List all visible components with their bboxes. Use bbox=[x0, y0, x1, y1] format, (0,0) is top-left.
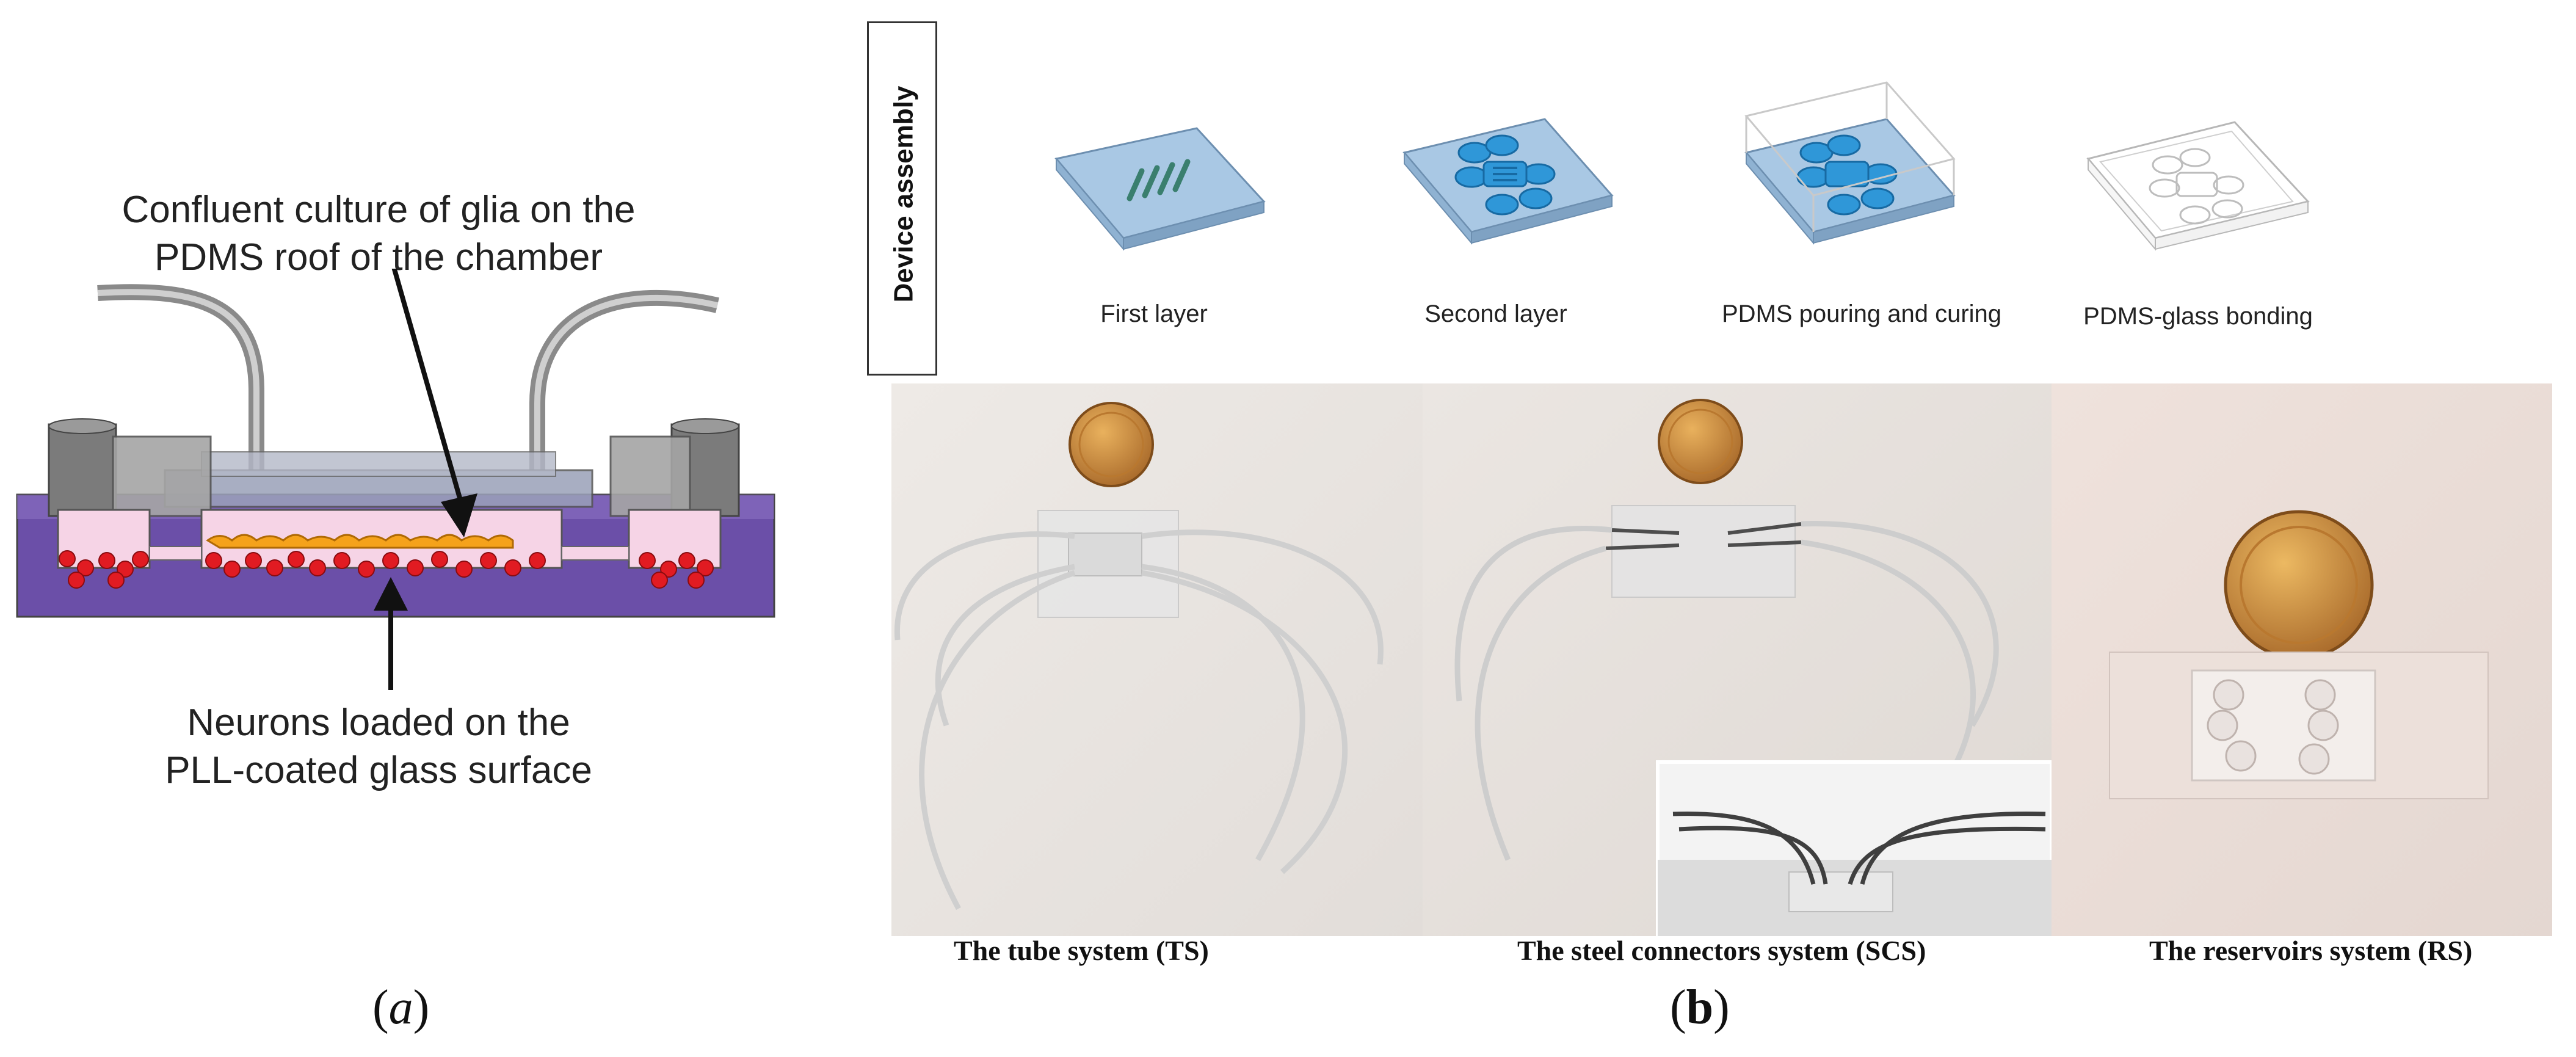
step-pdms-pouring-illustration bbox=[1744, 81, 1956, 245]
panel-b: Device assembly First layer Second layer bbox=[855, 0, 2576, 1057]
photo-reservoirs-system bbox=[2052, 383, 2552, 936]
panel-b-letter: b bbox=[1686, 981, 1714, 1034]
neuron-callout: Neurons loaded on the PLL-coated glass s… bbox=[73, 699, 684, 794]
pdms-roof-upper bbox=[201, 451, 556, 477]
glia-arrow bbox=[391, 269, 466, 514]
glia-callout-line2: PDMS roof of the chamber bbox=[154, 236, 603, 278]
right-reservoir-front bbox=[609, 435, 691, 517]
coin-icon bbox=[2224, 510, 2374, 660]
left-microchannel bbox=[149, 546, 202, 561]
glia-callout-line1: Confluent culture of glia on the bbox=[122, 189, 636, 231]
step-pdms-pouring-label: PDMS pouring and curing bbox=[1722, 300, 2002, 327]
coin-icon bbox=[1658, 399, 1743, 484]
photo-steel-connectors-system bbox=[1423, 383, 2052, 936]
panel-a: Confluent culture of glia on the PDMS ro… bbox=[0, 0, 794, 1057]
device-assembly-title: Device assembly bbox=[888, 85, 919, 303]
glia-arrowhead bbox=[441, 493, 477, 537]
reservoir-well bbox=[2213, 679, 2244, 711]
neuron-arrowhead bbox=[374, 577, 408, 611]
caption-tube-system: The tube system (TS) bbox=[954, 935, 1209, 966]
right-tube-highlight bbox=[534, 294, 719, 470]
chamber-cross-section bbox=[16, 269, 775, 690]
left-reservoir bbox=[48, 423, 117, 517]
reservoirs-image bbox=[2052, 383, 2552, 936]
steel-chip bbox=[1611, 505, 1796, 598]
neuron-callout-line1: Neurons loaded on the bbox=[187, 702, 570, 744]
panel-a-label: (a) bbox=[372, 981, 430, 1034]
neuron-callout-line2: PLL-coated glass surface bbox=[165, 749, 592, 791]
left-reservoir-front bbox=[112, 435, 212, 517]
step-bonding-label: PDMS-glass bonding bbox=[2083, 303, 2313, 330]
right-reservoir-top bbox=[671, 418, 739, 434]
step-first-layer-illustration bbox=[1054, 127, 1266, 251]
panel-b-label: (b) bbox=[1670, 981, 1730, 1034]
step-second-layer-label: Second layer bbox=[1424, 300, 1567, 327]
panel-a-letter: a bbox=[388, 981, 413, 1034]
neurons bbox=[59, 550, 714, 589]
photo-tube-system bbox=[891, 383, 1423, 936]
right-microchannel bbox=[561, 546, 629, 561]
caption-steel-connectors-system: The steel connectors system (SCS) bbox=[1517, 935, 1926, 966]
caption-reservoirs-system: The reservoirs system (RS) bbox=[2149, 935, 2473, 966]
glia-callout: Confluent culture of glia on the PDMS ro… bbox=[73, 186, 684, 282]
device-assembly-box: Device assembly bbox=[867, 21, 937, 376]
coin-icon bbox=[1068, 402, 1154, 487]
steel-connectors-image bbox=[1423, 383, 2052, 936]
glia-layer bbox=[206, 534, 514, 549]
step-second-layer-illustration bbox=[1402, 118, 1614, 245]
step-bonding-illustration bbox=[2086, 121, 2310, 251]
left-reservoir-top bbox=[48, 418, 117, 434]
left-tube-highlight bbox=[97, 289, 259, 470]
step-first-layer-label: First layer bbox=[1100, 300, 1208, 327]
tube-system-image bbox=[891, 383, 1423, 936]
